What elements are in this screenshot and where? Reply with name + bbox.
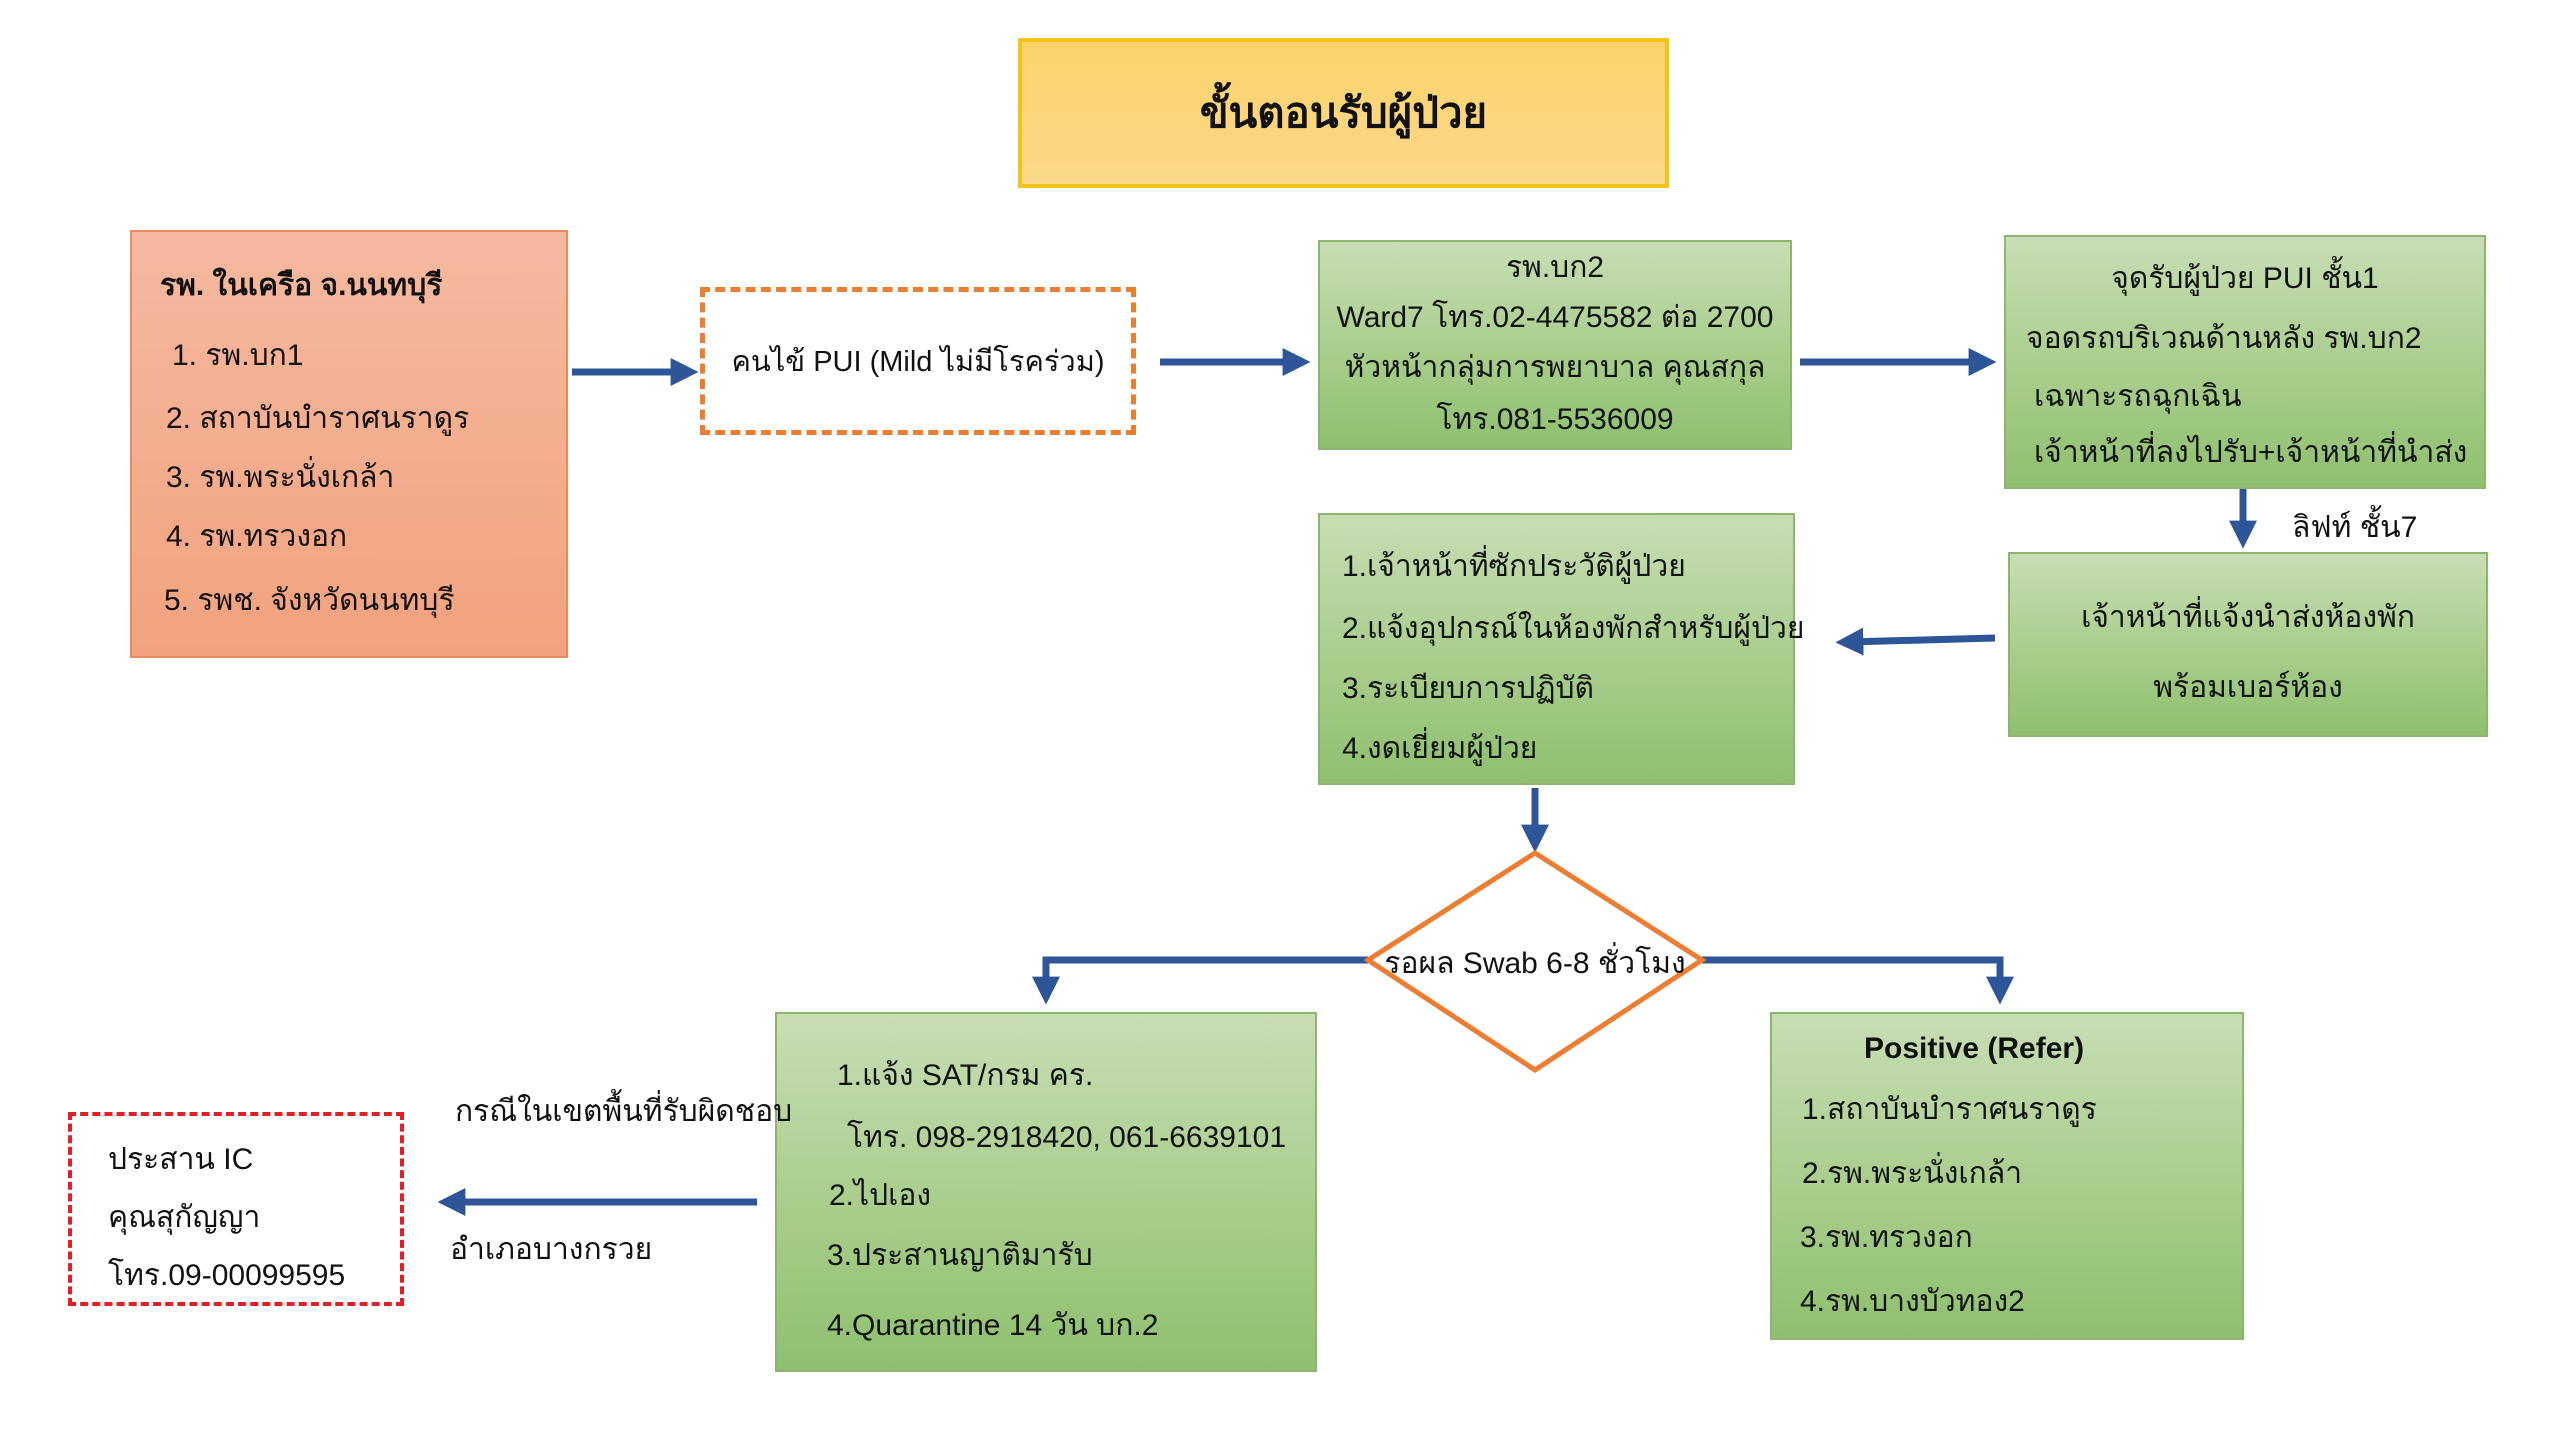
notify-line: เจ้าหน้าที่แจ้งนำส่งห้องพัก	[2081, 601, 2415, 634]
arrow-notify-to-rules	[1835, 627, 1996, 656]
positive-heading: Positive (Refer)	[1864, 1032, 2085, 1065]
ward-line: หัวหน้ากลุ่มการพยาบาล คุณสกุล	[1344, 351, 1766, 384]
swab-decision-label: รอผล Swab 6-8 ชั่วโมง	[1384, 947, 1686, 980]
pickup-line: จุดรับผู้ป่วย PUI ชั้น1	[2111, 262, 2379, 295]
negative-result-box: 1.แจ้ง SAT/กรม คร. โทร. 098-2918420, 061…	[775, 1012, 1317, 1372]
negative-line: 1.แจ้ง SAT/กรม คร.	[837, 1059, 1094, 1092]
hospital-item: 1. รพ.บก1	[172, 339, 304, 372]
rules-line: 2.แจ้งอุปกรณ์ในห้องพักสำหรับผู้ป่วย	[1342, 612, 1805, 645]
ic-line: ประสาน IC	[108, 1143, 254, 1176]
arrow-decision-to-positive	[1702, 956, 2014, 1005]
negative-line: 2.ไปเอง	[829, 1179, 932, 1212]
ic-line: คุณสุกัญญา	[108, 1201, 261, 1234]
pui-patient-box: คนไข้ PUI (Mild ไม่มีโรคร่วม)	[700, 287, 1136, 435]
pickup-line: จอดรถบริเวณด้านหลัง รพ.บก2	[2026, 322, 2422, 355]
swab-decision-diamond	[1363, 850, 1707, 1073]
positive-item: 4.รพ.บางบัวทอง2	[1800, 1285, 2025, 1318]
positive-item: 3.รพ.ทรวงอก	[1800, 1221, 1973, 1254]
negative-line: 4.Quarantine 14 วัน บก.2	[827, 1309, 1159, 1342]
title-box: ขั้นตอนรับผู้ป่วย	[1018, 38, 1669, 188]
hospital-item: 5. รพช. จังหวัดนนทบุรี	[164, 584, 455, 617]
diagram-title: ขั้นตอนรับผู้ป่วย	[1199, 89, 1488, 136]
hospital-item: 2. สถาบันบำราศนราดูร	[166, 402, 470, 435]
hospital-network-heading: รพ. ในเครือ จ.นนทบุรี	[160, 269, 443, 302]
positive-item: 1.สถาบันบำราศนราดูร	[1802, 1093, 2097, 1126]
rules-line: 4.งดเยี่ยมผู้ป่วย	[1342, 732, 1538, 765]
ic-line: โทร.09-00099595	[108, 1259, 346, 1292]
ward-line: รพ.บก2	[1505, 251, 1605, 284]
area-label-bottom: อำเภอบางกรวย	[450, 1233, 653, 1266]
pui-patient-label: คนไข้ PUI (Mild ไม่มีโรคร่วม)	[731, 346, 1105, 378]
ward-box: รพ.บก2 Ward7 โทร.02-4475582 ต่อ 2700 หัว…	[1318, 240, 1792, 450]
hospital-item: 4. รพ.ทรวงอก	[166, 520, 348, 553]
positive-item: 2.รพ.พระนั่งเกล้า	[1802, 1157, 2023, 1190]
ward-line: โทร.081-5536009	[1436, 403, 1674, 436]
ic-contact-box: ประสาน IC คุณสุกัญญา โทร.09-00099595	[68, 1112, 404, 1306]
pickup-line: เฉพาะรถฉุกเฉิน	[2034, 380, 2242, 413]
positive-refer-box: Positive (Refer) 1.สถาบันบำราศนราดูร 2.ร…	[1770, 1012, 2244, 1340]
hospital-network-box: รพ. ในเครือ จ.นนทบุรี 1. รพ.บก1 2. สถาบั…	[130, 230, 568, 658]
rules-line: 3.ระเบียบการปฏิบัติ	[1342, 672, 1594, 705]
hospital-item: 3. รพ.พระนั่งเกล้า	[166, 461, 395, 494]
negative-line: 3.ประสานญาติมารับ	[827, 1239, 1093, 1272]
lift-label: ลิฟท์ ชั้น7	[2292, 511, 2418, 544]
notify-line: พร้อมเบอร์ห้อง	[2153, 671, 2343, 704]
ward-line: Ward7 โทร.02-4475582 ต่อ 2700	[1336, 301, 1774, 334]
admission-rules-box: 1.เจ้าหน้าที่ซักประวัติผู้ป่วย 2.แจ้งอุป…	[1318, 513, 1804, 785]
arrow-decision-to-negative	[1032, 956, 1368, 1005]
negative-line: โทร. 098-2918420, 061-6639101	[847, 1121, 1287, 1154]
area-label-top: กรณีในเขตพื้นที่รับผิดชอบ	[455, 1095, 793, 1128]
pickup-line: เจ้าหน้าที่ลงไปรับ+เจ้าหน้าที่นำส่ง	[2034, 436, 2468, 469]
rules-line: 1.เจ้าหน้าที่ซักประวัติผู้ป่วย	[1342, 550, 1686, 583]
room-notify-box: เจ้าหน้าที่แจ้งนำส่งห้องพัก พร้อมเบอร์ห้…	[2008, 552, 2488, 737]
pickup-point-box: จุดรับผู้ป่วย PUI ชั้น1 จอดรถบริเวณด้านห…	[2004, 235, 2486, 489]
